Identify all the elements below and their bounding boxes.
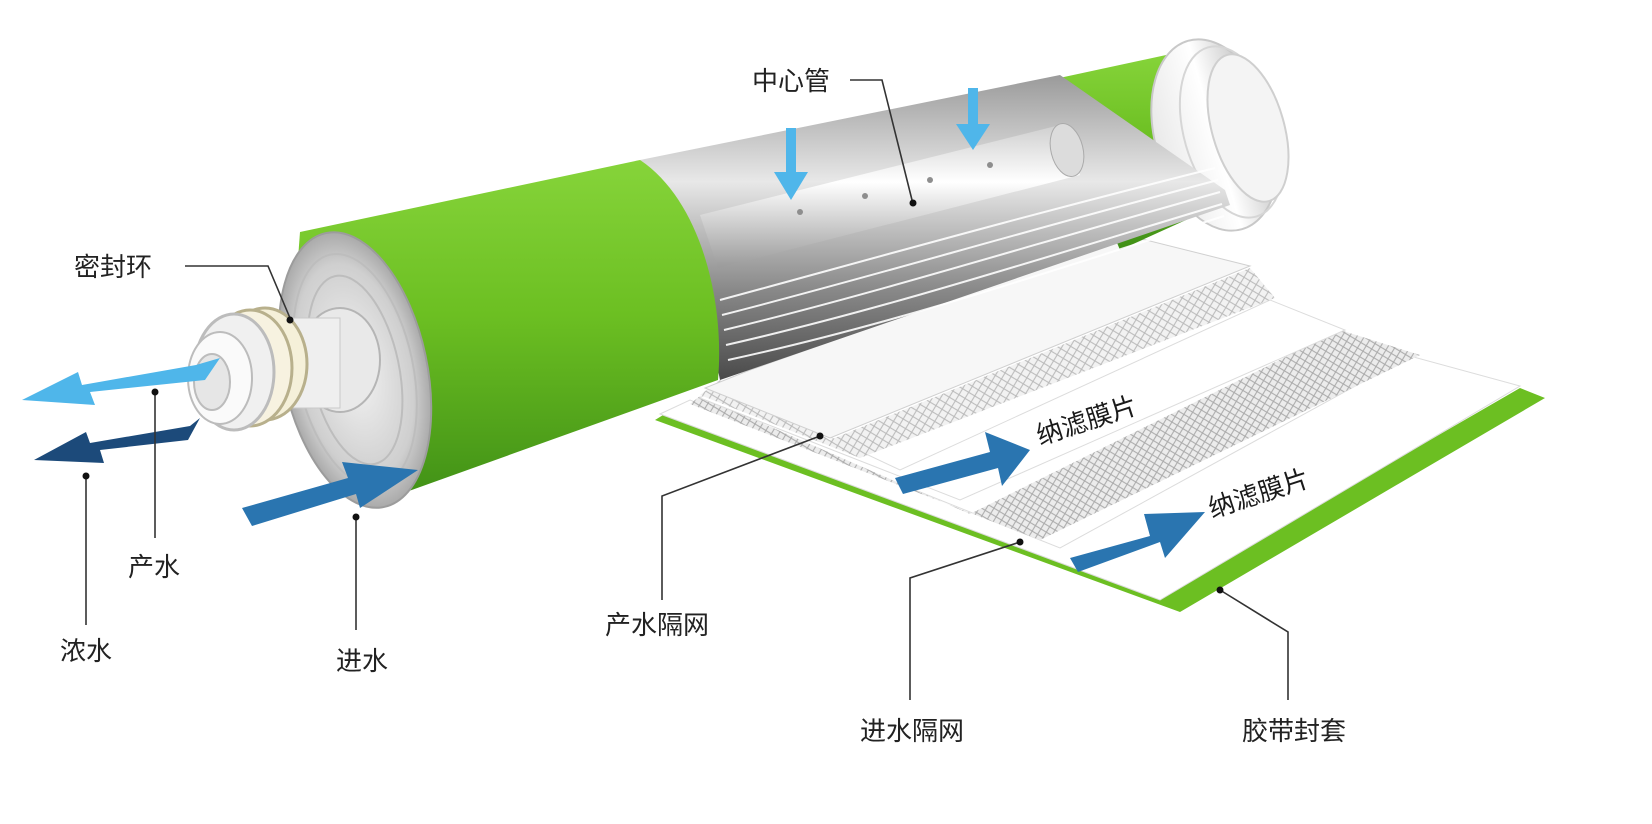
product-arrow-icon <box>22 358 220 405</box>
membrane-leaf-lines <box>719 167 1225 361</box>
feed-water-label: 进水 <box>336 647 388 677</box>
unrolled-sheets <box>655 235 1545 612</box>
tape-wrap-strip <box>655 388 1545 612</box>
sheet-arrow-lower-icon <box>1070 512 1205 572</box>
center-tube-label: 中心管 <box>752 67 830 97</box>
concentrate-label: 浓水 <box>60 637 112 667</box>
product-water-label: 产水 <box>128 553 180 583</box>
center-tube <box>700 123 1085 268</box>
leader-lines <box>82 79 1289 700</box>
flow-arrows <box>22 88 1205 572</box>
sheet-arrow-upper-icon <box>895 432 1030 494</box>
inflow-arrow-icon <box>774 88 990 200</box>
product-spacer-label: 产水隔网 <box>605 611 709 641</box>
feed-spacer-mesh <box>690 330 1420 540</box>
right-end-cap <box>1150 38 1290 232</box>
product-spacer-mesh <box>700 268 1275 458</box>
tape-wrap-label: 胶带封套 <box>1242 717 1346 747</box>
seal-ring-label: 密封环 <box>74 253 152 283</box>
feed-arrow-icon <box>242 462 418 526</box>
feed-spacer-label: 进水隔网 <box>860 717 964 747</box>
concentrate-arrow-icon <box>34 418 200 463</box>
top-sheet <box>703 235 1252 439</box>
